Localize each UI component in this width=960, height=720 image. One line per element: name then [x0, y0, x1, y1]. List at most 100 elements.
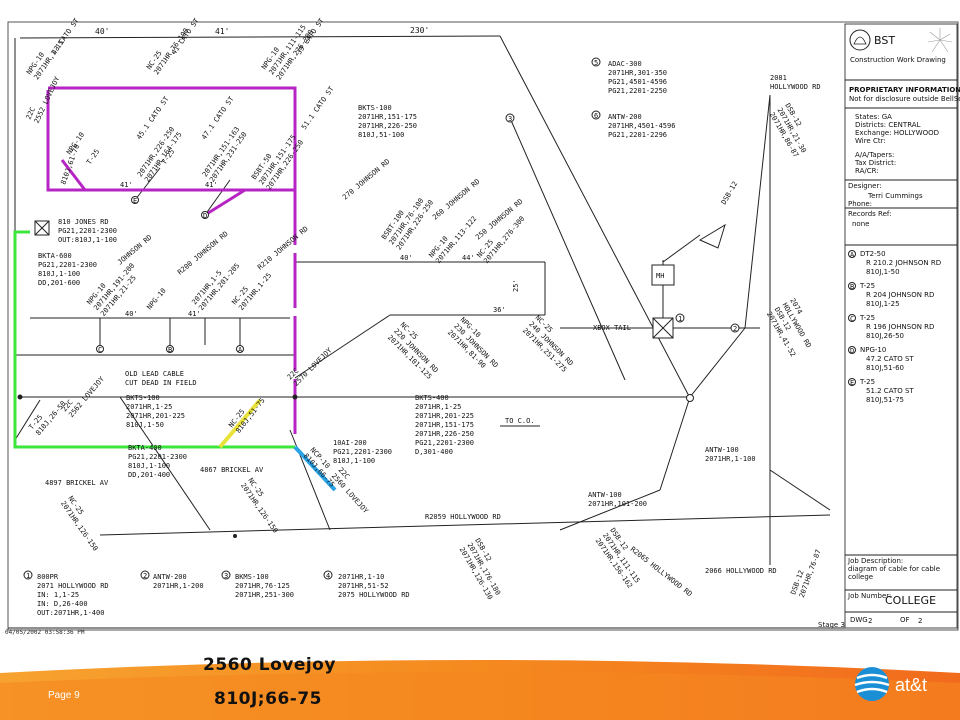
antw100-a-label: ANTW-100 2071HR,101-200: [588, 491, 647, 508]
drawing-frame: [7, 21, 959, 631]
svg-text:41': 41': [120, 181, 133, 189]
antw200-label: 6 ANTW-200 2071HR,4501-4596 PG21,2201-22…: [591, 110, 675, 139]
svg-text:R 204 JOHNSON RD: R 204 JOHNSON RD: [866, 291, 934, 299]
svg-text:2071HR,201-225: 2071HR,201-225: [415, 412, 474, 420]
svg-text:Job Description:: Job Description:: [847, 557, 903, 565]
bkta600-label: BKTA-600 PG21,2201-2300 810J,1-100 DD,20…: [38, 252, 97, 287]
svg-text:none: none: [852, 220, 869, 228]
cable-lines: [14, 35, 831, 565]
svg-text:PG21,2201-2300: PG21,2201-2300: [58, 227, 117, 235]
svg-text:2071HR,226-250: 2071HR,226-250: [415, 430, 474, 438]
svg-text:R2065 HOLLYWOOD RD: R2065 HOLLYWOOD RD: [629, 545, 694, 598]
svg-text:800PR: 800PR: [37, 573, 59, 581]
nc25-bottom-left-label: NC-25 2071HR,126-150: [59, 495, 99, 553]
svg-text:2: 2: [733, 325, 737, 333]
svg-text:PROPRIETARY INFORMATION: PROPRIETARY INFORMATION: [849, 86, 960, 94]
svg-text:BKTS-400: BKTS-400: [415, 394, 449, 402]
svg-text:DD,201-600: DD,201-600: [38, 279, 80, 287]
svg-text:25': 25': [512, 279, 520, 292]
svg-text:51.2 CATO ST: 51.2 CATO ST: [866, 387, 914, 395]
svg-text:2071 HOLLYWOOD RD: 2071 HOLLYWOOD RD: [37, 582, 109, 590]
sunburst-icon: [927, 28, 953, 53]
svg-text:NPG-10: NPG-10: [145, 287, 167, 312]
green-highlight: [13, 230, 295, 449]
print-timestamp: 04/05/2002 03:58:36 PM: [5, 629, 85, 636]
bkts100-mid-label: BKTS-100 2071HR,1-25 2071HR,201-225 810J…: [126, 394, 185, 429]
svg-text:5: 5: [594, 59, 598, 67]
svg-text:Records Ref:: Records Ref:: [848, 210, 892, 218]
svg-text:2071HR,201-225: 2071HR,201-225: [126, 412, 185, 420]
svg-text:810J,1-25: 810J,1-25: [866, 300, 900, 308]
title-block-job: Job Description: diagram of cable for ca…: [818, 557, 940, 629]
svg-text:2071HR,1-100: 2071HR,1-100: [705, 455, 756, 463]
svg-text:OUT:2071HR,1-400: OUT:2071HR,1-400: [37, 609, 104, 617]
bkts100-top-label: BKTS-100 2071HR,151-175 2071HR,226-250 8…: [358, 104, 417, 139]
xbox-tail-label: XBOX TAIL: [593, 324, 631, 332]
svg-text:D,301-400: D,301-400: [415, 448, 453, 456]
svg-text:B: B: [850, 283, 854, 291]
svg-text:T-25: T-25: [859, 282, 875, 290]
svg-text:2071HR,1-25: 2071HR,1-25: [126, 403, 172, 411]
r2059-label: R2059 HOLLYWOOD RD: [425, 513, 501, 521]
svg-text:R210 JOHNSON RD: R210 JOHNSON RD: [256, 225, 310, 272]
svg-text:2071HR,1-200: 2071HR,1-200: [153, 582, 204, 590]
svg-text:DD,201-400: DD,201-400: [128, 471, 170, 479]
svg-text:Phone:: Phone:: [848, 200, 872, 208]
svg-text:36': 36': [493, 306, 506, 314]
svg-text:41': 41': [188, 310, 201, 318]
svg-text:BKTA-400: BKTA-400: [128, 444, 162, 452]
svg-text:51.1 CATO ST: 51.1 CATO ST: [300, 84, 336, 131]
svg-text:R 210.2 JOHNSON RD: R 210.2 JOHNSON RD: [866, 259, 941, 267]
svg-text:States: GA: States: GA: [855, 113, 892, 121]
svg-text:T-25: T-25: [859, 378, 875, 386]
svg-text:PG21,2201-2300: PG21,2201-2300: [38, 261, 97, 269]
svg-text:Wire Ctr:: Wire Ctr:: [855, 137, 886, 145]
svg-text:T-25: T-25: [85, 148, 101, 166]
svg-text:Tax District:: Tax District:: [854, 159, 896, 167]
svg-text:Not for disclosure outside Bel: Not for disclosure outside BellSouth or …: [849, 95, 960, 103]
svg-text:230': 230': [410, 26, 429, 35]
svg-text:2081: 2081: [770, 74, 787, 82]
svg-text:BKTS-100: BKTS-100: [126, 394, 160, 402]
dsb12-c-label: DSB-12 2071HR,76-87: [789, 548, 822, 598]
svg-text:2071HR,226-250: 2071HR,226-250: [358, 122, 417, 130]
svg-text:6: 6: [594, 112, 598, 120]
lovejoy-2562-label: 22C 2562 LOVEJOY: [60, 375, 106, 419]
svg-text:3: 3: [224, 572, 228, 580]
dsb12-a-label: DSB-12 2071HR,176-180 2071HR,126-130: [458, 537, 502, 601]
att-wordmark: at&t: [895, 675, 928, 695]
svg-text:2071HR,251-300: 2071HR,251-300: [235, 591, 294, 599]
svg-text:40': 40': [400, 254, 413, 262]
svg-text:2: 2: [143, 572, 147, 580]
svg-text:PG21,2201-2300: PG21,2201-2300: [128, 453, 187, 461]
footer-banner: [0, 660, 960, 720]
svg-text:Job Number:: Job Number:: [847, 592, 891, 600]
jones-rd-label: 810 JONES RD PG21,2201-2300 OUT:810J,1-1…: [58, 218, 117, 244]
svg-text:ANTW-200: ANTW-200: [153, 573, 187, 581]
caption-address: 2560 Lovejoy: [203, 655, 336, 675]
svg-text:DT2-50: DT2-50: [860, 250, 886, 258]
svg-text:810J,26-50: 810J,26-50: [866, 332, 904, 340]
svg-text:2: 2: [868, 617, 872, 625]
brickel-4867-label: 4867 BRICKEL AV: [200, 466, 264, 474]
svg-text:PG21,2201-2250: PG21,2201-2250: [608, 87, 667, 95]
svg-text:D: D: [203, 212, 207, 220]
svg-text:T-25: T-25: [859, 314, 875, 322]
svg-text:2071HR,151-175: 2071HR,151-175: [358, 113, 417, 121]
svg-text:BKTS-100: BKTS-100: [358, 104, 392, 112]
svg-text:B: B: [168, 346, 172, 354]
svg-text:2071HR,76-125: 2071HR,76-125: [235, 582, 290, 590]
svg-text:MH: MH: [656, 272, 664, 280]
svg-text:A: A: [238, 346, 243, 354]
svg-text:Districts: CENTRAL: Districts: CENTRAL: [855, 121, 921, 129]
cable-diagram: C B A E D 3 2 1 MH 40' 41' 230' 41' 41' …: [7, 16, 960, 631]
svg-text:2071HR,151-175: 2071HR,151-175: [415, 421, 474, 429]
hollywood-2074-label: 2074 HOLLYWOOD RD DSB-12 2071HR,41-52: [765, 297, 813, 358]
svg-text:IN: 1,1-25: IN: 1,1-25: [37, 591, 79, 599]
dsb12-f-label: DSB-12: [720, 180, 740, 206]
svg-text:BKTA-600: BKTA-600: [38, 252, 72, 260]
pole-marker: [698, 223, 726, 249]
adac300-label: 5 ADAC-300 2071HR,301-350 PG21,4501-4596…: [591, 57, 667, 95]
c2066-label: 2066 HOLLYWOOD RD: [705, 567, 777, 575]
svg-text:40': 40': [95, 27, 109, 36]
